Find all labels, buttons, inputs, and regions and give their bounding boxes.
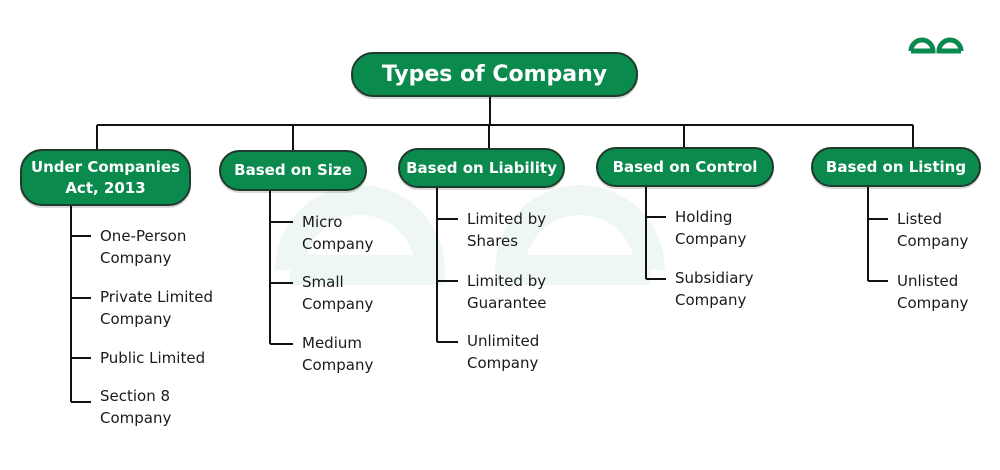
category-node-companies-act: Under Companies Act, 2013 [20, 149, 191, 206]
list-item: One-Person Company [100, 227, 187, 267]
list-item: Private Limited Company [100, 288, 213, 328]
watermark-logo-icon [275, 185, 665, 285]
category-label: Based on Listing [825, 157, 967, 176]
category-label: Based on Liability [406, 158, 557, 177]
category-node-liability: Based on Liability [398, 148, 565, 188]
category-node-size: Based on Size [219, 150, 367, 191]
list-item: Small Company [302, 273, 374, 313]
list-item: Unlimited Company [467, 332, 540, 372]
list-item: Micro Company [302, 213, 374, 253]
category-node-listing: Based on Listing [811, 147, 981, 187]
geeksforgeeks-logo-icon [908, 37, 964, 54]
category-label: Based on Size [234, 161, 352, 179]
list-item: Unlisted Company [897, 272, 969, 312]
root-title: Types of Company [381, 62, 608, 87]
list-item: Limited by Shares [467, 210, 547, 250]
list-item: Subsidiary Company [675, 269, 754, 309]
list-item: Limited by Guarantee [467, 272, 547, 312]
list-item: Listed Company [897, 210, 969, 250]
category-label: Based on Control [612, 157, 758, 176]
list-item: Holding Company [675, 208, 747, 248]
category-label: Under Companies Act, 2013 [30, 157, 181, 197]
root-node: Types of Company [351, 52, 638, 97]
list-item: Public Limited [100, 349, 206, 367]
list-item: Medium Company [302, 334, 374, 374]
category-node-control: Based on Control [596, 147, 774, 187]
list-item: Section 8 Company [100, 387, 172, 427]
